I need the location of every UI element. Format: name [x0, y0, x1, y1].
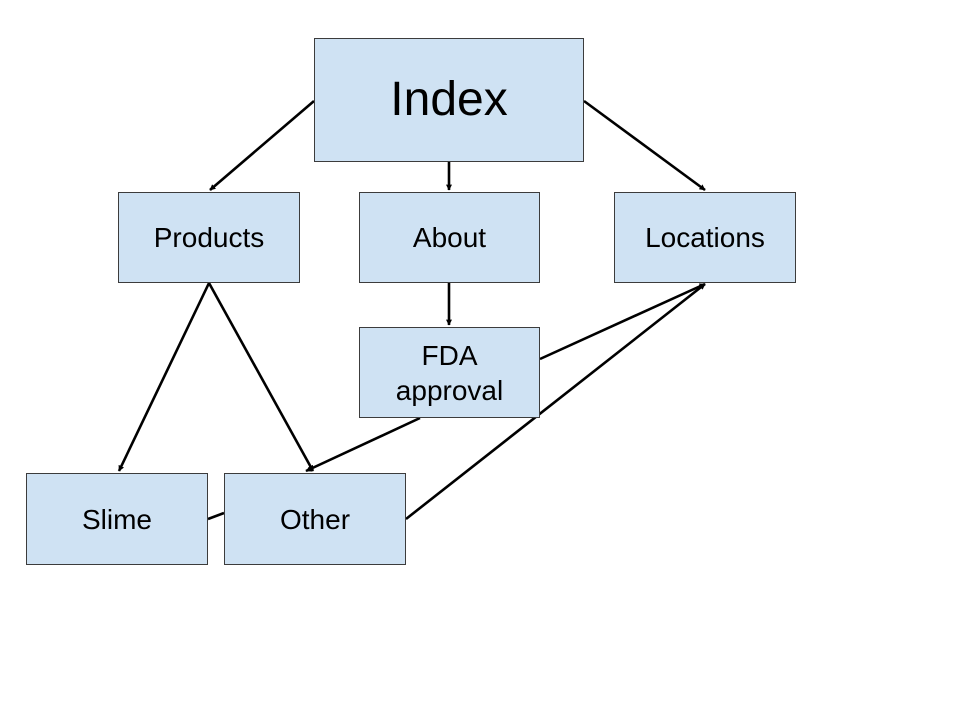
edge-fda-to-other: [305, 416, 421, 473]
edge-slime-to-locations: [207, 282, 706, 521]
node-index[interactable]: Index: [314, 38, 584, 162]
node-products-label: Products: [153, 222, 265, 253]
node-locations[interactable]: Locations: [614, 192, 796, 283]
node-other[interactable]: Other: [224, 473, 406, 565]
node-locations-label: Locations: [645, 222, 765, 253]
edge-index-to-locations: [583, 99, 706, 192]
node-index-label: Index: [390, 73, 508, 126]
node-slime-label: Slime: [81, 503, 152, 535]
node-about[interactable]: About: [359, 192, 540, 283]
node-other-label: Other: [279, 503, 351, 535]
edge-products-to-other: [207, 282, 315, 472]
edge-products-to-slime: [117, 282, 211, 472]
node-fda-approval[interactable]: FDA approval: [359, 327, 540, 418]
edge-fda-to-locations: [539, 282, 706, 361]
node-products[interactable]: Products: [118, 192, 300, 283]
node-fda-approval-label: FDA approval: [395, 339, 504, 406]
node-about-label: About: [412, 222, 487, 253]
node-slime[interactable]: Slime: [26, 473, 208, 565]
edge-index-to-products: [209, 100, 315, 191]
